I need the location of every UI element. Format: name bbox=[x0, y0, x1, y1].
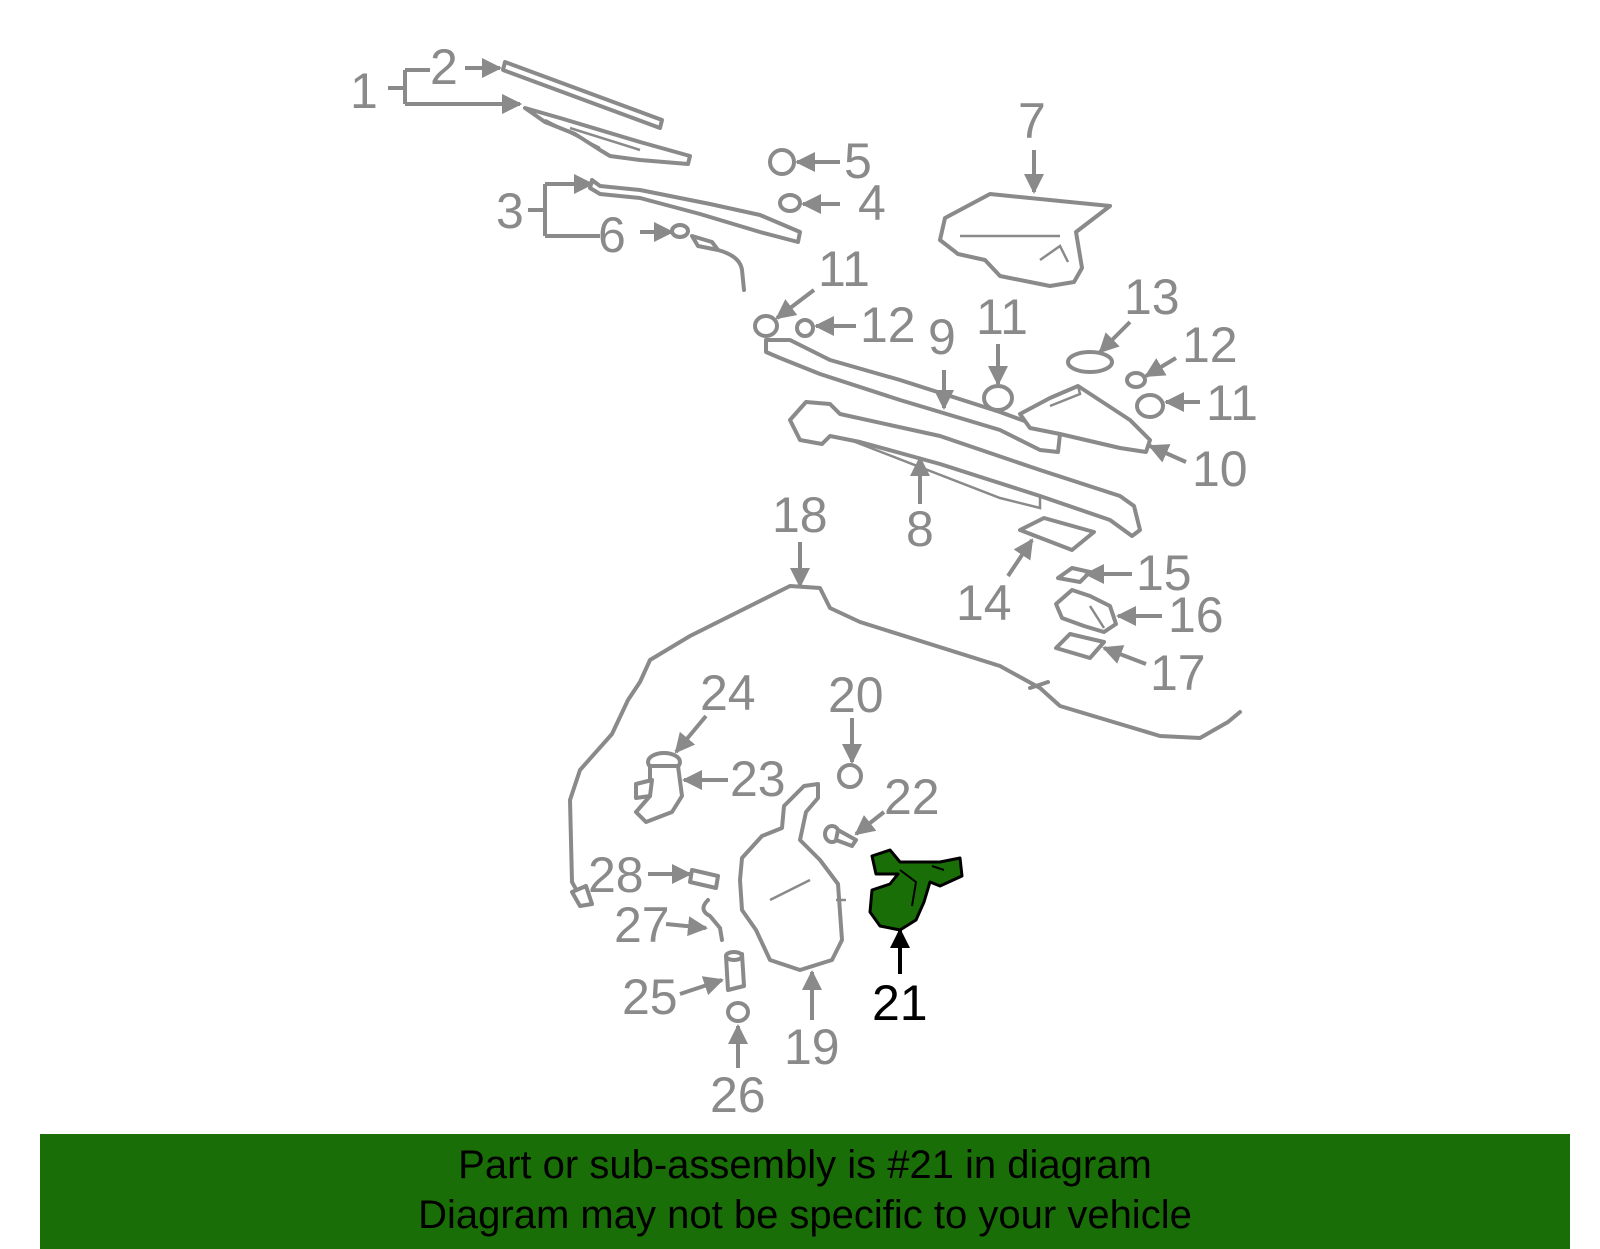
callout-19: 19 bbox=[784, 1019, 840, 1075]
part-1-wiper-blade-assembly bbox=[523, 106, 692, 166]
callout-11-middle: 11 bbox=[976, 289, 1028, 345]
part-14-plate bbox=[1018, 516, 1096, 552]
part-26-grommet bbox=[726, 1001, 750, 1023]
callout-12-left: 12 bbox=[860, 297, 916, 353]
callout-21-highlighted: 21 bbox=[872, 975, 928, 1031]
callout-12-right: 12 bbox=[1182, 317, 1238, 373]
part-6-hose bbox=[670, 223, 746, 292]
callout-27: 27 bbox=[614, 897, 670, 953]
callout-20: 20 bbox=[828, 667, 884, 723]
callout-3: 3 bbox=[496, 183, 524, 239]
part-28-connector bbox=[688, 868, 720, 890]
callout-16: 16 bbox=[1168, 587, 1224, 643]
part-13-pad bbox=[1066, 350, 1114, 374]
part-16-motor bbox=[1054, 588, 1118, 634]
info-banner: Part or sub-assembly is #21 in diagram D… bbox=[40, 1134, 1570, 1249]
callout-13: 13 bbox=[1124, 269, 1180, 325]
leader-lines bbox=[388, 58, 1200, 1068]
callout-15: 15 bbox=[1136, 545, 1192, 601]
callout-17: 17 bbox=[1150, 645, 1206, 701]
part-27-hose bbox=[701, 898, 724, 942]
callout-7: 7 bbox=[1018, 93, 1046, 149]
part-11-bushing-right bbox=[1135, 393, 1165, 419]
banner-line-part: Part or sub-assembly is #21 in diagram bbox=[458, 1143, 1152, 1187]
parts-diagram: 1 2 3 4 5 6 7 8 9 10 11 11 11 12 12 13 1… bbox=[350, 39, 1258, 1123]
callout-labels: 1 2 3 4 5 6 7 8 9 10 11 11 11 12 12 13 1… bbox=[350, 39, 1258, 1123]
callout-5: 5 bbox=[844, 133, 872, 189]
callout-25: 25 bbox=[622, 969, 678, 1025]
part-3-wiper-arm bbox=[588, 178, 802, 244]
banner-line-disclaimer: Diagram may not be specific to your vehi… bbox=[418, 1193, 1192, 1237]
part-22-bolt bbox=[823, 824, 858, 848]
callout-18: 18 bbox=[772, 487, 828, 543]
part-11-bushing-middle bbox=[982, 384, 1014, 412]
callout-1: 1 bbox=[350, 63, 378, 119]
part-4-nut bbox=[778, 193, 802, 213]
callout-2: 2 bbox=[430, 39, 458, 95]
part-19-reservoir bbox=[738, 782, 846, 972]
callout-23: 23 bbox=[730, 751, 786, 807]
callout-14: 14 bbox=[956, 575, 1012, 631]
callout-24: 24 bbox=[700, 665, 756, 721]
callout-9: 9 bbox=[928, 309, 956, 365]
part-11-bushing bbox=[753, 314, 779, 338]
part-12-grommet bbox=[795, 318, 815, 338]
part-9-linkage bbox=[764, 338, 1062, 454]
callout-6: 6 bbox=[598, 207, 626, 263]
part-18-washer-hose bbox=[568, 584, 1242, 908]
callout-11-left: 11 bbox=[818, 241, 870, 297]
callout-11-right: 11 bbox=[1206, 375, 1258, 431]
part-15-clip bbox=[1056, 566, 1092, 584]
part-10-bracket bbox=[1018, 384, 1152, 454]
part-5-cap bbox=[768, 148, 796, 176]
part-12-grommet-right bbox=[1125, 371, 1147, 389]
callout-28: 28 bbox=[588, 847, 644, 903]
callout-26: 26 bbox=[710, 1067, 766, 1123]
callout-4: 4 bbox=[858, 175, 886, 231]
part-25-pump bbox=[724, 950, 746, 992]
part-21-bracket-highlighted[interactable] bbox=[868, 848, 964, 932]
part-7-cowl-panel bbox=[938, 192, 1112, 288]
callout-22: 22 bbox=[884, 769, 940, 825]
part-20-plug bbox=[837, 763, 863, 789]
part-23-filler-neck bbox=[634, 764, 684, 824]
callout-8: 8 bbox=[906, 501, 934, 557]
part-2-wiper-blade bbox=[501, 60, 664, 130]
callout-10: 10 bbox=[1192, 441, 1248, 497]
part-17-module bbox=[1054, 632, 1106, 660]
